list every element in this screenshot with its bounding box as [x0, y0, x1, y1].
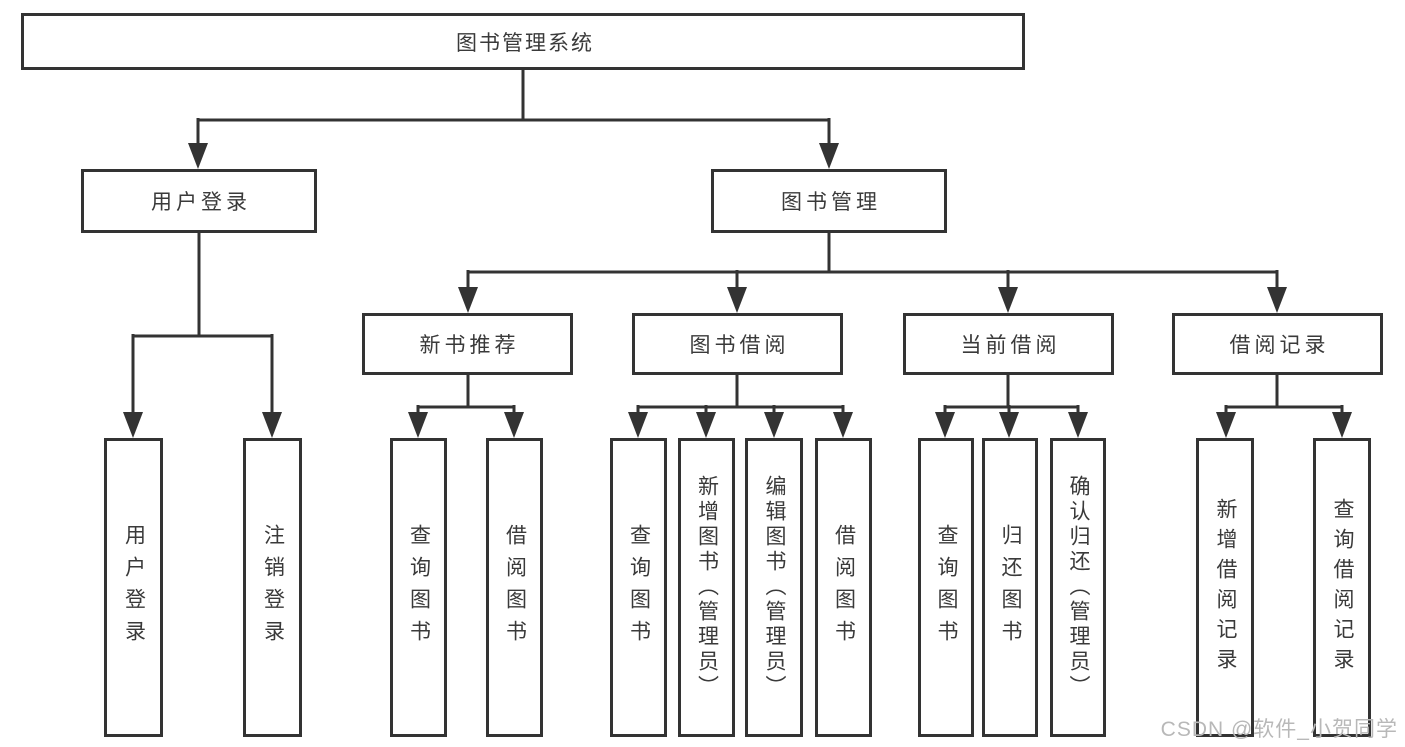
leaf-add-borrow-record: 新增借阅记录	[1196, 438, 1254, 737]
arrow-down-icon	[1068, 412, 1088, 438]
node-user-login: 用户登录	[81, 169, 317, 233]
arrow-down-icon	[262, 412, 282, 438]
node-label: 新增图书（管理员）	[695, 475, 719, 700]
connector-book-management-to-level3	[458, 233, 1287, 313]
node-borrowing-records: 借阅记录	[1172, 313, 1383, 375]
node-current-borrowing: 当前借阅	[903, 313, 1114, 375]
connector-root-to-level2	[188, 70, 839, 169]
node-label: 借阅记录	[1229, 334, 1330, 357]
arrow-down-icon	[764, 412, 784, 438]
leaf-edit-books-admin: 编辑图书（管理员）	[745, 438, 803, 737]
node-label: 当前借阅	[960, 334, 1061, 357]
leaf-logout: 注销登录	[243, 438, 302, 737]
arrow-down-icon	[408, 412, 428, 438]
node-label: 查询借阅记录	[1331, 497, 1354, 678]
leaf-borrow-books: 借阅图书	[815, 438, 872, 737]
arrow-down-icon	[188, 143, 208, 169]
connector-new-book-recommendation-to-leaves	[408, 375, 524, 438]
leaf-query-books: 查询图书	[390, 438, 447, 737]
node-label: 图书管理系统	[456, 31, 594, 55]
node-label: 借阅图书	[503, 523, 527, 652]
node-label: 查询图书	[407, 523, 431, 652]
node-label: 新书推荐	[419, 334, 520, 357]
leaf-return-books: 归还图书	[982, 438, 1038, 737]
connector-user-login-to-leaves	[123, 233, 282, 438]
node-new-book-recommendation: 新书推荐	[362, 313, 573, 375]
connector-book-borrowing-to-leaves	[628, 375, 853, 438]
node-book-borrowing: 图书借阅	[632, 313, 843, 375]
leaf-confirm-return-admin: 确认归还（管理员）	[1050, 438, 1106, 737]
leaf-add-books-admin: 新增图书（管理员）	[678, 438, 735, 737]
node-book-management: 图书管理	[711, 169, 947, 233]
arrow-down-icon	[1216, 412, 1236, 438]
arrow-down-icon	[1267, 287, 1287, 313]
node-label: 新增借阅记录	[1214, 497, 1237, 678]
arrow-down-icon	[1332, 412, 1352, 438]
leaf-user-login: 用户登录	[104, 438, 163, 737]
node-label: 编辑图书（管理员）	[763, 475, 786, 700]
arrow-down-icon	[727, 287, 747, 313]
leaf-query-books: 查询图书	[610, 438, 667, 737]
arrow-down-icon	[999, 412, 1019, 438]
node-label: 用户登录	[151, 191, 251, 214]
arrow-down-icon	[628, 412, 648, 438]
arrow-down-icon	[833, 412, 853, 438]
arrow-down-icon	[123, 412, 143, 438]
leaf-query-borrow-record: 查询借阅记录	[1313, 438, 1371, 737]
arrow-down-icon	[458, 287, 478, 313]
node-label: 查询图书	[627, 523, 651, 652]
arrow-down-icon	[819, 143, 839, 169]
connector-current-borrowing-to-leaves	[935, 375, 1088, 438]
arrow-down-icon	[696, 412, 716, 438]
csdn-watermark: CSDN @软件_小贺同学	[1160, 718, 1398, 741]
node-label: 归还图书	[999, 523, 1022, 652]
node-label: 借阅图书	[832, 523, 856, 652]
node-label: 图书借阅	[689, 334, 790, 357]
node-label: 查询图书	[935, 523, 958, 652]
connector-borrowing-records-to-leaves	[1216, 375, 1352, 438]
node-label: 用户登录	[122, 523, 146, 652]
node-library-management-system: 图书管理系统	[21, 13, 1025, 70]
leaf-query-books: 查询图书	[918, 438, 974, 737]
node-label: 确认归还（管理员）	[1067, 475, 1090, 700]
arrow-down-icon	[998, 287, 1018, 313]
arrow-down-icon	[935, 412, 955, 438]
node-label: 图书管理	[781, 191, 881, 214]
arrow-down-icon	[504, 412, 524, 438]
leaf-borrow-books: 借阅图书	[486, 438, 543, 737]
node-label: 注销登录	[261, 523, 285, 652]
